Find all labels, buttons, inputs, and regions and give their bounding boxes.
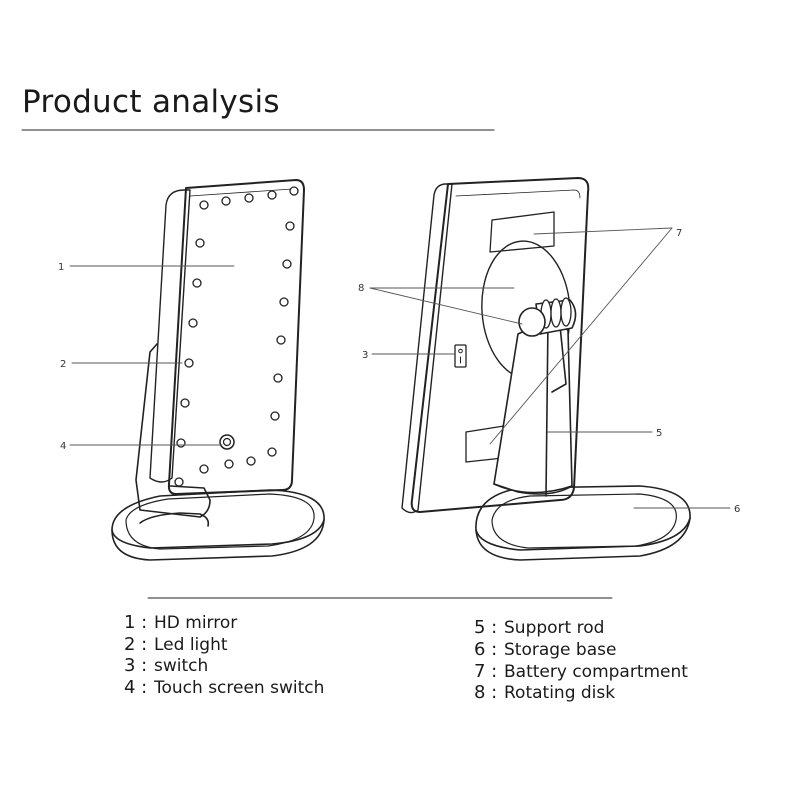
front-view	[111, 179, 325, 561]
page-title: Product analysis	[22, 84, 280, 120]
callout-3: 3	[362, 350, 368, 361]
legend-item-4: 4 :Touch screen switch	[124, 677, 325, 698]
legend-item-3: 3 :switch	[124, 655, 209, 676]
legend-item-5: 5 :Support rod	[474, 617, 605, 638]
callout-7: 7	[676, 228, 682, 239]
callout-lines	[69, 227, 731, 509]
support-rod	[493, 319, 573, 497]
led-lights	[174, 186, 299, 487]
callout-8: 8	[358, 283, 364, 294]
legend-item-8: 8 :Rotating disk	[474, 682, 616, 703]
callout-6: 6	[734, 504, 740, 515]
leader-7a	[533, 227, 673, 235]
callout-2: 2	[60, 359, 66, 370]
back-slot	[489, 211, 555, 253]
leader-7b	[489, 227, 673, 445]
back-view	[401, 177, 691, 561]
callout-4: 4	[60, 441, 66, 452]
back-panel	[410, 177, 590, 513]
callout-numbers: 1 2 4 3 8 7 5 6	[58, 228, 740, 515]
back-frame-side	[401, 183, 453, 514]
legend-item-6: 6 :Storage base	[474, 639, 617, 660]
hd-mirror	[167, 179, 305, 495]
legend-item-2: 2 :Led light	[124, 634, 228, 655]
callout-5: 5	[656, 428, 662, 439]
storage-base	[475, 485, 691, 561]
legend-item-7: 7 :Battery compartment	[474, 661, 688, 682]
switch	[454, 344, 467, 368]
hinge	[518, 297, 577, 337]
front-support-stem	[135, 343, 211, 518]
front-base	[111, 489, 325, 561]
leader-8b	[369, 287, 523, 325]
front-frame-side	[149, 189, 191, 483]
callout-1: 1	[58, 262, 64, 273]
legend-item-1: 1 :HD mirror	[124, 612, 238, 633]
touch-screen-switch	[219, 434, 235, 450]
